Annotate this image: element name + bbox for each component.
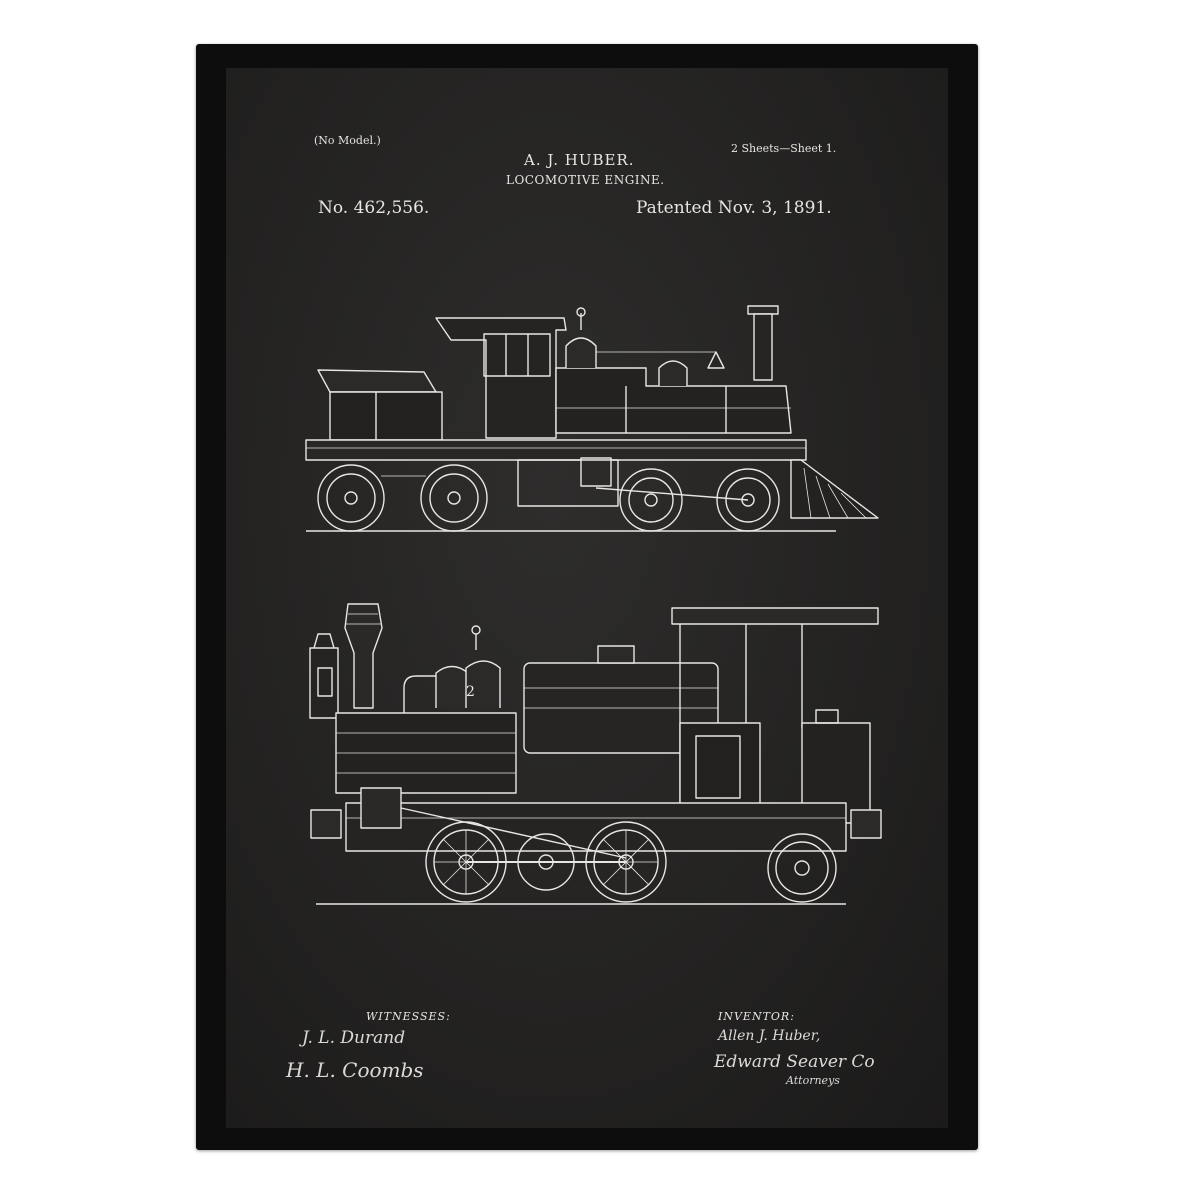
- upper-locomotive-drawing: [306, 306, 878, 531]
- patent-date: Patented Nov. 3, 1891.: [636, 198, 832, 218]
- attorneys-label: Attorneys: [786, 1074, 840, 1087]
- no-model-label: (No Model.): [314, 134, 381, 147]
- inventor-heading: A. J. HUBER.: [524, 151, 635, 169]
- witness-signature-2: H. L. Coombs: [286, 1058, 424, 1082]
- inventor-label: INVENTOR:: [718, 1010, 795, 1023]
- patent-poster: (No Model.) A. J. HUBER. LOCOMOTIVE ENGI…: [226, 68, 948, 1128]
- patent-drawing: 2: [226, 68, 948, 1128]
- sheets-label: 2 Sheets—Sheet 1.: [731, 142, 837, 155]
- lower-locomotive-drawing: [310, 604, 881, 904]
- poster-frame: (No Model.) A. J. HUBER. LOCOMOTIVE ENGI…: [196, 44, 978, 1150]
- witnesses-label: WITNESSES:: [366, 1010, 451, 1023]
- patent-title: LOCOMOTIVE ENGINE.: [506, 173, 665, 187]
- inventor-signature: Allen J. Huber,: [718, 1028, 821, 1044]
- figure-number: 2: [466, 684, 475, 700]
- patent-number: No. 462,556.: [318, 198, 430, 218]
- attorney-signature: Edward Seaver Co: [714, 1052, 875, 1072]
- witness-signature-1: J. L. Durand: [302, 1028, 406, 1048]
